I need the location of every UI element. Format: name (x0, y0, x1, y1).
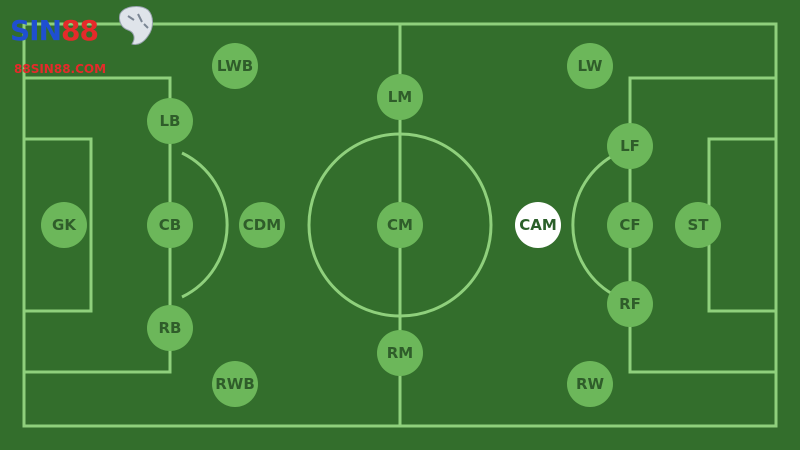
position-marker-cf: CF (607, 202, 653, 248)
position-label: LWB (217, 57, 253, 75)
position-marker-lb: LB (147, 98, 193, 144)
position-label: CDM (243, 216, 281, 234)
brand-website: 88SIN88.COM (14, 62, 107, 76)
brand-number: 88 (61, 14, 99, 47)
right-penalty-arc (571, 151, 619, 299)
position-label: RB (159, 319, 182, 337)
position-marker-circle (377, 202, 423, 248)
position-marker-rb: RB (147, 305, 193, 351)
position-label: GK (52, 216, 77, 234)
left-penalty-arc (181, 151, 229, 299)
position-label: CAM (519, 216, 557, 234)
position-marker-rwb: RWB (212, 361, 258, 407)
position-marker-circle (212, 361, 258, 407)
position-marker-rf: RF (607, 281, 653, 327)
brand-logo: SIN88 88SIN88.COM (6, 4, 156, 76)
position-marker-circle (377, 330, 423, 376)
position-marker-circle (41, 202, 87, 248)
position-marker-rw: RW (567, 361, 613, 407)
position-label: RWB (215, 375, 255, 393)
position-marker-circle (567, 361, 613, 407)
tiger-mascot-icon (119, 6, 153, 45)
position-marker-rm: RM (377, 330, 423, 376)
position-markers: GK LB CB RB LWB CDM RWB LM CM RM CAM LW LF CF RF ST RW (41, 43, 721, 407)
position-marker-circle (147, 305, 193, 351)
position-marker-lm: LM (377, 74, 423, 120)
position-marker-gk: GK (41, 202, 87, 248)
center-circle (307, 132, 493, 318)
position-marker-lw: LW (567, 43, 613, 89)
brand-name: SIN (10, 14, 62, 47)
position-marker-circle (212, 43, 258, 89)
position-label: ST (687, 216, 709, 234)
position-marker-circle (147, 98, 193, 144)
position-label: LW (578, 57, 603, 75)
position-marker-circle (515, 202, 561, 248)
position-label: CM (387, 216, 413, 234)
position-label: RM (387, 344, 413, 362)
position-marker-cb: CB (147, 202, 193, 248)
position-marker-circle (607, 202, 653, 248)
position-marker-circle (147, 202, 193, 248)
position-label: RF (619, 295, 641, 313)
position-label: CF (619, 216, 640, 234)
position-marker-circle (607, 281, 653, 327)
position-label: CB (159, 216, 181, 234)
position-marker-st: ST (675, 202, 721, 248)
position-marker-circle (567, 43, 613, 89)
position-marker-circle (377, 74, 423, 120)
brand-wordmark: SIN88 (10, 14, 99, 47)
position-label: RW (576, 375, 605, 393)
position-marker-cdm: CDM (239, 202, 285, 248)
position-label: LB (160, 112, 181, 130)
position-label: LM (388, 88, 413, 106)
position-marker-lf: LF (607, 123, 653, 169)
position-marker-circle (675, 202, 721, 248)
position-marker-circle (239, 202, 285, 248)
position-marker-cm: CM (377, 202, 423, 248)
position-marker-circle (607, 123, 653, 169)
left-goal-box (22, 137, 93, 313)
position-marker-lwb: LWB (212, 43, 258, 89)
position-marker-cam: CAM (515, 202, 561, 248)
position-label: LF (620, 137, 640, 155)
